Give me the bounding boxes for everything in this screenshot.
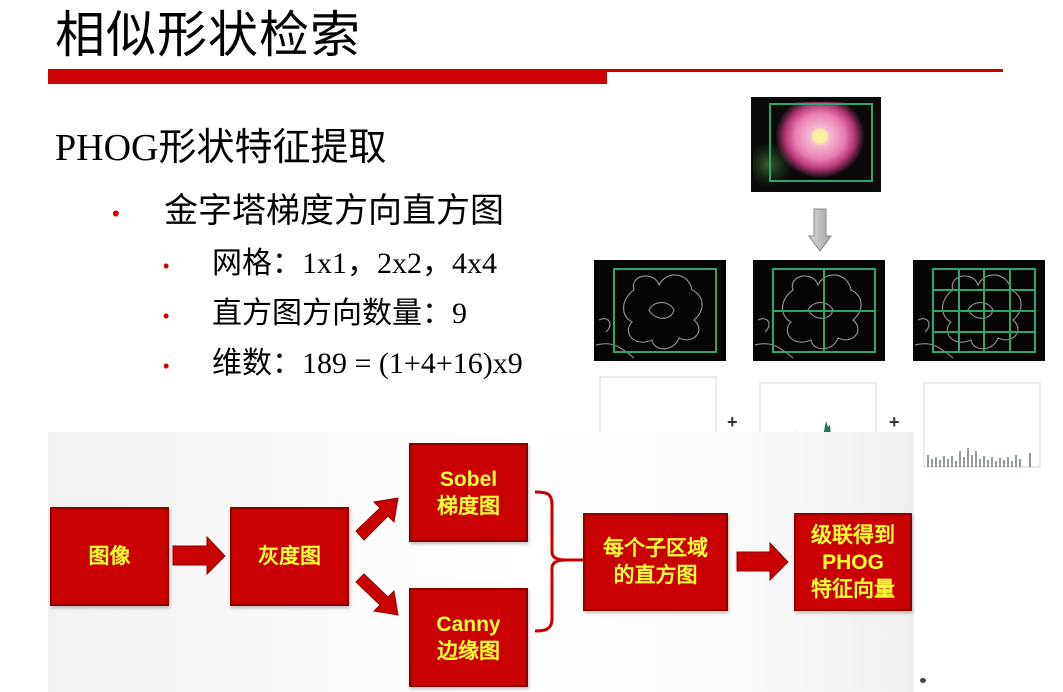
edge-lines [595, 274, 703, 359]
arrow-up-right-icon [355, 497, 399, 541]
edge-image-2x2 [753, 260, 885, 361]
sub-bullet-text: 直方图方向数量：9 [212, 297, 467, 330]
node-subregion-histogram: 每个子区域的直方图 [583, 513, 728, 611]
bullet-dot-icon: • [112, 201, 120, 227]
sub-bullet-dimension: • 维数：189 = (1+4+16)x9 [163, 344, 523, 386]
title-underline-thick [48, 70, 607, 84]
bracket-icon [534, 490, 583, 633]
bullet-text: 金字塔梯度方向直方图 [164, 193, 504, 230]
sub-bullet-text: 网格：1x1，2x2，4x4 [212, 247, 497, 280]
grid-4x4 [932, 268, 1036, 353]
section-heading: PHOG形状特征提取 [55, 127, 387, 169]
grid-1x1 [613, 268, 717, 353]
arrow-down-right-icon [355, 573, 399, 616]
lotus-photo [751, 97, 881, 192]
down-arrow-icon [808, 208, 832, 252]
bullet-dot-icon: • [163, 306, 170, 327]
arrow-right-icon [736, 541, 789, 582]
edge-image-4x4 [913, 260, 1045, 361]
node-grayscale: 灰度图 [230, 507, 349, 606]
plus-sign: + [889, 412, 900, 432]
arrow-right-icon [172, 535, 226, 576]
node-image: 图像 [50, 507, 169, 606]
slide-title: 相似形状检索 [55, 7, 361, 63]
bullet-dot-icon: • [163, 356, 170, 377]
edge-lines [754, 274, 862, 359]
bullet-level1: • 金字塔梯度方向直方图 [112, 190, 504, 236]
plus-sign: + [727, 412, 738, 432]
grid-1x1-overlay [769, 103, 873, 182]
sub-bullet-text: 维数：189 = (1+4+16)x9 [212, 347, 523, 380]
histogram-level2 [923, 382, 1041, 468]
sub-bullet-grid: • 网格：1x1，2x2，4x4 [163, 244, 497, 286]
edge-image-1x1 [594, 260, 726, 361]
sub-bullet-bins: • 直方图方向数量：9 [163, 294, 467, 336]
grid-2x2 [772, 268, 876, 353]
stray-dot [920, 678, 926, 683]
bullet-dot-icon: • [163, 256, 170, 277]
